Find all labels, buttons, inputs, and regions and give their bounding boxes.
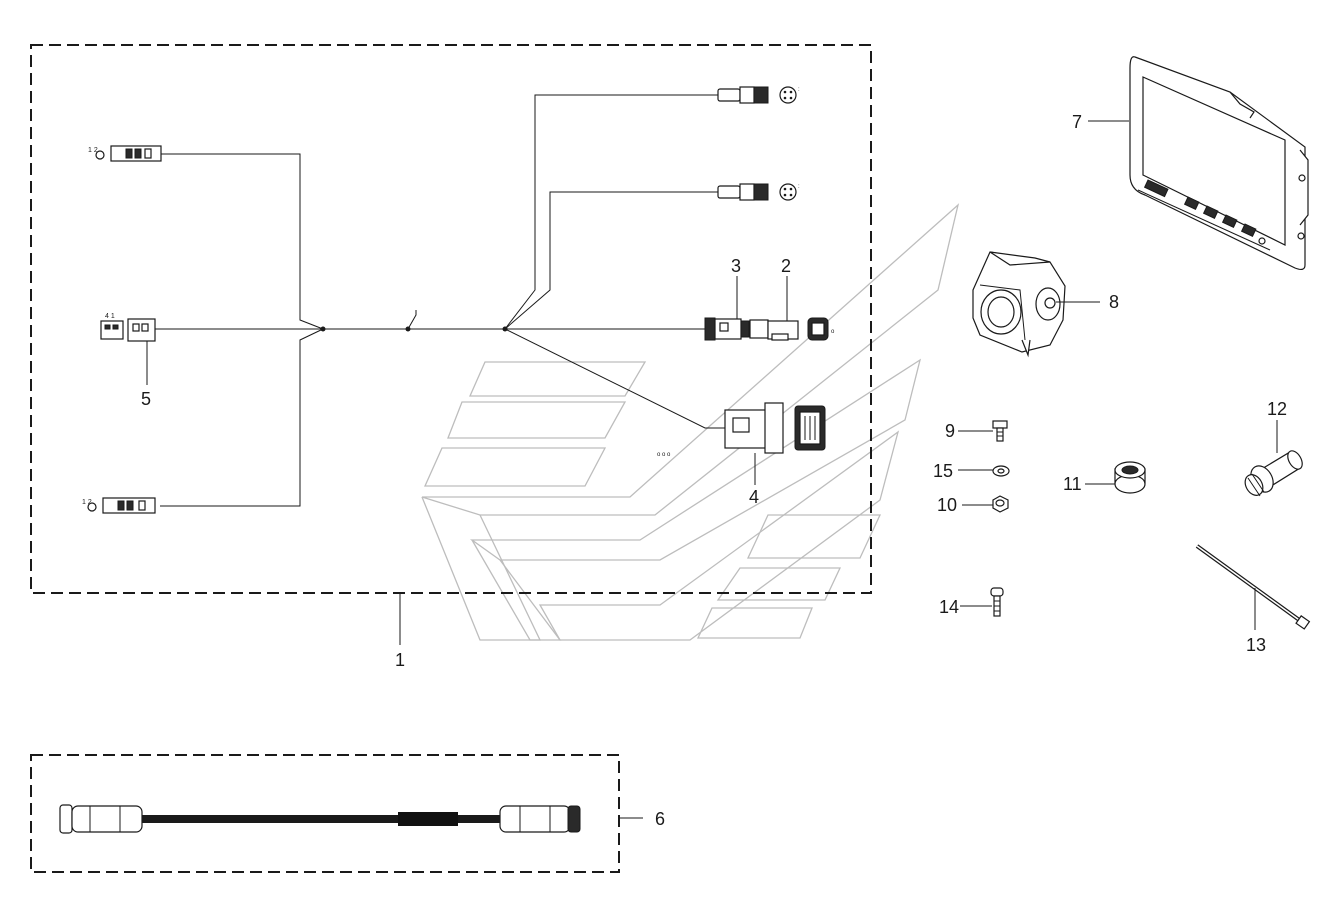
cable-tie-item-13 [1195, 544, 1311, 630]
callout-10: 10 [937, 495, 957, 515]
callout-14: 14 [939, 597, 959, 617]
camera-connector-lower: : [717, 183, 800, 201]
connector-mark-top: 1 2 [88, 147, 98, 154]
callout-2: 2 [781, 256, 791, 276]
callout-5: 5 [141, 389, 151, 409]
washer-item-15 [992, 465, 1010, 477]
monitor-item-7 [1129, 56, 1309, 271]
callout-12: 12 [1267, 399, 1287, 419]
callout-8: 8 [1109, 292, 1119, 312]
harness-kit-frame [30, 44, 872, 594]
extension-cable-frame [30, 754, 620, 873]
connector-plug-item-12 [1244, 450, 1303, 497]
camera-item-8 [972, 251, 1066, 358]
receptacle-end: o [807, 317, 835, 341]
screw-item-14 [990, 587, 1004, 617]
svg-text:o: o [831, 329, 835, 335]
connector-item-3 [704, 317, 750, 341]
svg-text:o o o: o o o [657, 452, 671, 458]
callout-11: 11 [1063, 474, 1082, 494]
connector-item-2 [749, 319, 799, 341]
extension-cable-item-6 [59, 804, 581, 834]
svg-text::: : [798, 87, 800, 93]
bolt-item-9 [992, 420, 1008, 442]
callout-9: 9 [945, 421, 955, 441]
connector-mark-bottom: 1 2 [82, 499, 92, 506]
callout-1: 1 [395, 650, 405, 670]
callout-3: 3 [731, 256, 741, 276]
watermark-logo [421, 203, 960, 641]
svg-text::: : [798, 184, 800, 190]
two-pin-connector-bottom: 1 2 [82, 497, 156, 514]
camera-connector-upper: : [717, 86, 800, 104]
callout-15: 15 [933, 461, 953, 481]
callout-7: 7 [1072, 112, 1082, 132]
wiring-harness [155, 94, 725, 507]
power-connector-item-5: 4 1 [100, 313, 156, 342]
callout-6: 6 [655, 809, 665, 829]
connector-mark-middle: 4 1 [105, 313, 115, 320]
nut-item-10 [992, 495, 1009, 513]
callout-4: 4 [749, 487, 759, 507]
callout-13: 13 [1246, 635, 1266, 655]
grommet-item-11 [1114, 461, 1146, 494]
two-pin-connector-top: 1 2 [88, 145, 162, 162]
connector-item-4 [724, 402, 826, 454]
